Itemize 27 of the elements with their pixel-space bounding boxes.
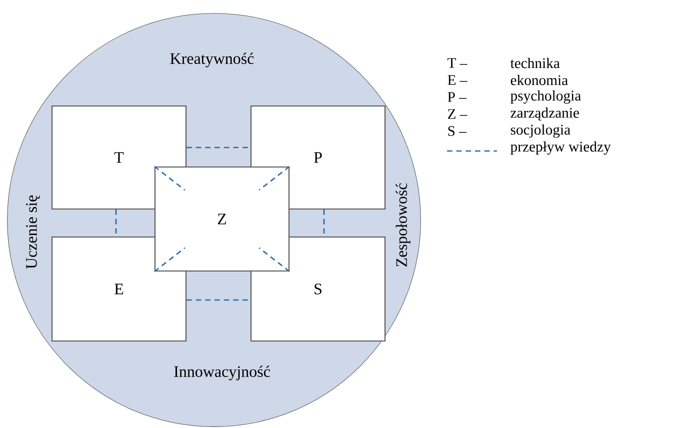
dashed-connector xyxy=(115,210,117,236)
dashed-connector xyxy=(186,146,250,148)
key-text: socjologia xyxy=(510,124,570,138)
letter-box: S xyxy=(250,236,386,342)
key-text: psychologia xyxy=(510,90,581,104)
key-text: technika xyxy=(510,58,560,68)
dashed-connector xyxy=(154,247,186,272)
letter-box: Z xyxy=(154,166,290,272)
dashed-connector xyxy=(258,166,290,191)
circle-label: Innowacyjność xyxy=(174,366,270,380)
key-text: ekonomia xyxy=(510,74,568,86)
key-text: P – xyxy=(448,92,467,102)
circle-label: Zespołowość xyxy=(396,183,410,266)
dashed-connector xyxy=(154,166,186,191)
key-text: E – xyxy=(448,75,468,85)
key-text: Z – xyxy=(448,109,468,119)
letter-box: E xyxy=(51,236,187,342)
dashed-connector xyxy=(323,210,325,236)
dashed-connector xyxy=(258,247,290,272)
key-text: zarządzanie xyxy=(510,107,579,121)
key-text: S – xyxy=(448,126,467,136)
legend-text: przepływ wiedzy xyxy=(510,141,611,155)
circle-label: Kreatywność xyxy=(170,52,254,68)
circle-label: Uczenie się xyxy=(26,195,40,269)
letter-box: T xyxy=(51,105,187,210)
dashed-connector xyxy=(186,299,250,301)
key-text: T – xyxy=(448,58,468,68)
